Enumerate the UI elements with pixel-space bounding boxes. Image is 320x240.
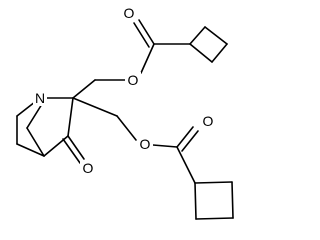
bond-ring-top-4 [189,43,213,63]
bond-ring-bottom-2 [231,181,234,219]
bond-oether-ccarbonyl-bottom [152,144,178,148]
bond-c2-ch2-bottom [72,97,118,117]
atom-label-carbonyl-oxygen-top: O [124,5,135,21]
bond-ketone-2 [62,138,81,164]
bond-carbonyl-bottom-2 [181,130,199,152]
bond-ring-top-3 [211,43,228,63]
atom-label-nitrogen: N [35,90,45,106]
bond-cage-mid [26,127,45,157]
structure-canvas: N O O O O O [16,5,234,220]
bond-carbonyl-bottom-1 [176,126,194,148]
bond-c2-c3 [67,97,74,137]
atom-label-ketone-oxygen: O [83,160,94,176]
bond-ring-top-2 [204,26,228,45]
bond-ccarbonyl-cring-bottom [176,146,196,184]
bond-ring-bottom-1 [194,181,233,184]
atom-label-ether-oxygen-top: O [128,72,139,88]
bond-carbonyl-top-2 [133,22,150,48]
bond-ring-bottom-4 [194,182,197,220]
bond-ring-bottom-3 [195,217,234,220]
bond-n-cage-mid-top [26,103,43,129]
bond-oether-ccarbonyl-top [140,43,155,74]
bond-ch2-oether-bottom [116,115,137,141]
bond-c3-c4 [43,135,69,157]
bond-c2-ch2-top [72,79,96,99]
bond-carbonyl-top-1 [138,19,155,45]
atom-label-carbonyl-oxygen-bottom: O [203,113,214,129]
molecule-diagram: N O O O O O [16,5,234,220]
bond-cage-left-bottom [16,143,45,157]
bond-ketone-1 [67,135,85,160]
atom-label-ether-oxygen-bottom: O [140,136,151,152]
bond-ring-top-1 [189,26,206,45]
